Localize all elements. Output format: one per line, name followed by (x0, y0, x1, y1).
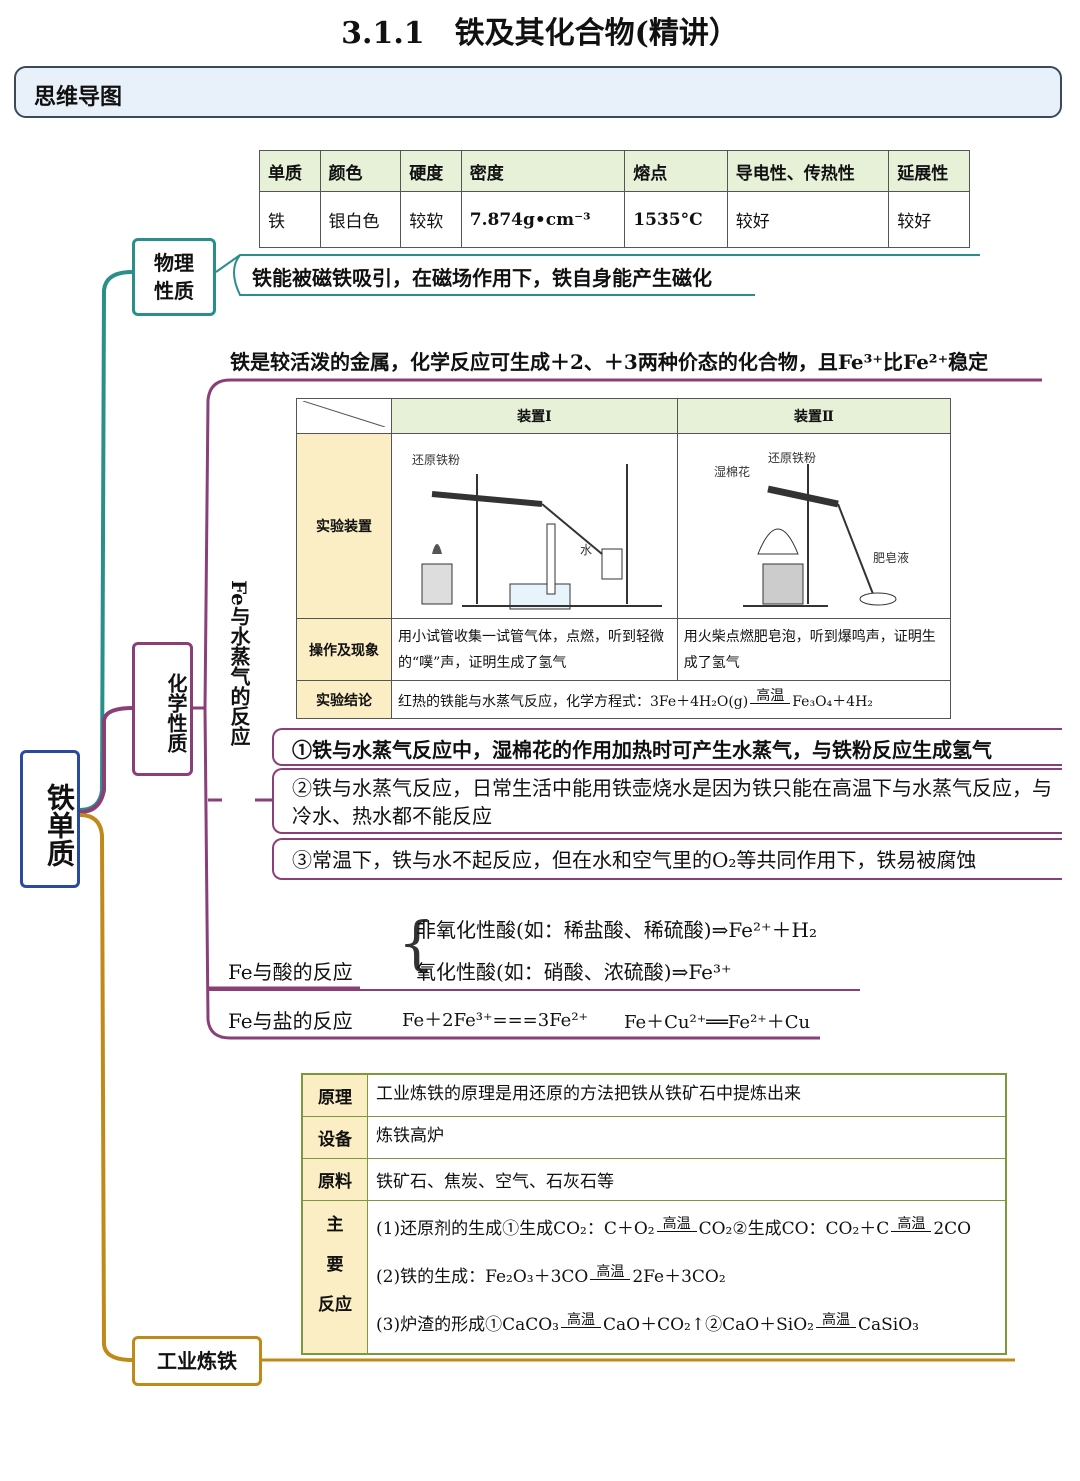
root-label: 铁单质 (43, 783, 76, 867)
acid-label: Fe与酸的反应 (228, 960, 353, 984)
table-header: 延展性 (888, 150, 970, 192)
table-cell: 较好 (888, 191, 970, 248)
label-fe-powder: 还原铁粉 (412, 453, 460, 467)
equipment-cell: 炼铁高炉 (367, 1115, 1007, 1159)
ops-1: 用小试管收集一试管气体，点燃，听到轻微的“噗”声，证明生成了氢气 (391, 618, 678, 681)
label-water: 水 (580, 543, 592, 557)
table-cell: 银白色 (319, 191, 402, 248)
acid-brace: { (398, 909, 435, 977)
industry-table: 原理 工业炼铁的原理是用还原的方法把铁从铁矿石中提炼出来 设备 炼铁高炉 原料 … (301, 1073, 1007, 1355)
acid-line-2: 氧化性酸(如：硝酸、浓硫酸)⇒Fe³⁺ (416, 960, 732, 984)
water-note-1: ①铁与水蒸气反应中，湿棉花的作用加热时可产生水蒸气，与铁粉反应生成氢气 (272, 728, 1062, 766)
condition-high-temp: 高温 (750, 689, 791, 704)
salt-label: Fe与盐的反应 (228, 1009, 353, 1033)
principle-cell: 工业炼铁的原理是用还原的方法把铁从铁矿石中提炼出来 (367, 1073, 1007, 1117)
node-industrial: 工业炼铁 (132, 1336, 262, 1386)
row-label-materials: 原料 (301, 1157, 368, 1201)
label-soap: 肥皂液 (873, 550, 909, 565)
diagonal-cell (296, 398, 392, 434)
table-cell: 铁 (259, 191, 321, 248)
industrial-label: 工业炼铁 (157, 1349, 237, 1373)
acid-line-1: 非氧化性酸(如：稀盐酸、稀硫酸)⇒Fe²⁺＋H₂ (416, 918, 818, 942)
water-note-2: ②铁与水蒸气反应，日常生活中能用铁壶烧水是因为铁只能在高温下与水蒸气反应，与冷水… (272, 768, 1062, 834)
row-label-conclusion: 实验结论 (296, 680, 392, 719)
table-header: 熔点 (624, 150, 728, 192)
diagonal-line (302, 400, 386, 428)
row-label-reactions: 主 要 反应 (301, 1199, 368, 1354)
table-row: 铁 银白色 较软 7.874g•cm⁻³ 1535°C 较好 较好 (259, 191, 970, 248)
table-header: 单质 (259, 150, 321, 192)
conclusion-product: Fe₃O₄＋4H₂ (792, 693, 873, 710)
table-header: 密度 (460, 150, 626, 192)
root-node: 铁单质 (20, 750, 80, 888)
row-label-principle: 原理 (301, 1073, 368, 1117)
experiment-table: 装置Ⅰ 装置Ⅱ 实验装置 还原铁粉 水 湿棉花 还原铁粉 (296, 398, 952, 719)
ops-2: 用火柴点燃肥皂泡，听到爆鸣声，证明生成了氢气 (676, 618, 952, 681)
table-cell: 7.874g•cm⁻³ (460, 191, 626, 248)
table-header: 装置Ⅱ (676, 398, 952, 434)
physical-note: 铁能被磁铁吸引，在磁场作用下，铁自身能产生磁化 (252, 266, 712, 290)
table-header: 导电性、传热性 (726, 150, 890, 192)
salt-eq-1: Fe＋2Fe³⁺===3Fe²⁺ (402, 1010, 589, 1031)
table-header: 硬度 (400, 150, 462, 192)
apparatus-2-drawing: 湿棉花 还原铁粉 肥皂液 (714, 451, 909, 607)
apparatus-1: 还原铁粉 水 (391, 433, 678, 619)
section-banner: 思维导图 (14, 66, 1062, 118)
page-title: 3.1.1 铁及其化合物(精讲） (341, 16, 739, 51)
banner-label: 思维导图 (34, 85, 123, 110)
table-header: 装置Ⅰ (391, 398, 678, 434)
row-label-ops: 操作及现象 (296, 618, 392, 681)
table-cell: 较好 (726, 191, 890, 248)
apparatus-2: 湿棉花 还原铁粉 肥皂液 (676, 433, 952, 619)
apparatus-1-drawing: 还原铁粉 水 (412, 453, 662, 610)
table-header: 颜色 (319, 150, 402, 192)
label-cotton: 湿棉花 (714, 464, 750, 479)
table-cell: 1535°C (624, 191, 728, 248)
physical-properties-table: 单质 颜色 硬度 密度 熔点 导电性、传热性 延展性 铁 银白色 较软 7.87… (259, 150, 970, 248)
node-physical: 物理性质 (132, 238, 216, 316)
row-label-equipment: 设备 (301, 1115, 368, 1159)
salt-eq-2: Fe＋Cu²⁺══Fe²⁺＋Cu (624, 1012, 811, 1033)
physical-label: 物理性质 (154, 251, 194, 303)
row-label-device: 实验装置 (296, 433, 392, 619)
conclusion-text: 红热的铁能与水蒸气反应，化学方程式：3Fe＋4H₂O(g) (398, 693, 749, 710)
node-chemical: 化学性质 (132, 642, 193, 776)
chemical-label: 化学性质 (164, 673, 188, 753)
fe-water-label: Fe与水蒸气的反应 (227, 580, 251, 746)
water-note-3: ③常温下，铁与水不起反应，但在水和空气里的O₂等共同作用下，铁易被腐蚀 (272, 838, 1062, 880)
table-header-row: 单质 颜色 硬度 密度 熔点 导电性、传热性 延展性 (259, 150, 970, 192)
materials-cell: 铁矿石、焦炭、空气、石灰石等 (367, 1157, 1007, 1201)
chemical-note: 铁是较活泼的金属，化学反应可生成＋2、＋3两种价态的化合物，且Fe³⁺比Fe²⁺… (230, 350, 989, 374)
label-fe-powder-2: 还原铁粉 (768, 451, 816, 465)
table-cell: 较软 (400, 191, 462, 248)
